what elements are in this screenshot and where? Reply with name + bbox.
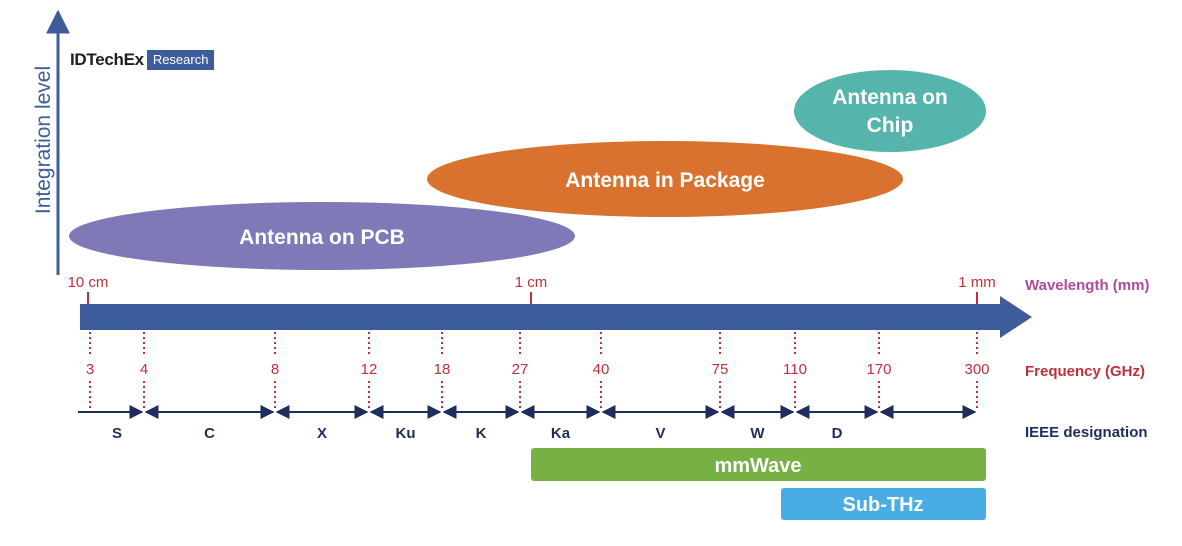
label-antenna-on-chip-line1: Antenna on (832, 86, 948, 109)
logo-research-tag: Research (146, 50, 215, 70)
ieee-band-C: C (204, 425, 215, 442)
main-spectrum-arrow (80, 296, 1032, 338)
label-antenna-in-package: Antenna in Package (565, 169, 765, 192)
frequency-label-4: 4 (140, 361, 148, 378)
frequency-label-110: 110 (783, 361, 807, 378)
frequency-label-8: 8 (271, 361, 279, 378)
frequency-label-3: 3 (86, 361, 94, 378)
frequency-label-18: 18 (434, 361, 451, 378)
mmwave-bar (531, 448, 986, 481)
frequency-label-170: 170 (866, 361, 891, 378)
y-axis-label: Integration level (32, 66, 55, 214)
ellipse-antenna-in-package (427, 141, 903, 217)
ellipse-antenna-on-pcb (69, 202, 575, 270)
frequency-label-12: 12 (361, 361, 378, 378)
ieee-band-W: W (750, 425, 765, 442)
frequency-label-27: 27 (512, 361, 529, 378)
ieee-band-K: K (476, 425, 487, 442)
frequency-label-300: 300 (964, 361, 989, 378)
ellipse-antenna-on-chip (794, 70, 986, 152)
frequency-title: Frequency (GHz) (1025, 363, 1145, 380)
idtechex-logo: IDTechEx Research (70, 50, 215, 70)
wavelength-tick-1cm: 1 cm (515, 274, 548, 291)
wavelength-tick-1mm: 1 mm (958, 274, 996, 291)
ieee-band-D: D (832, 425, 843, 442)
ieee-band-S: S (112, 425, 122, 442)
label-antenna-on-chip-line2: Chip (867, 114, 914, 137)
mmwave-label: mmWave (714, 455, 801, 477)
frequency-label-75: 75 (712, 361, 729, 378)
subthz-bar (781, 488, 986, 520)
ieee-band-Ka: Ka (551, 425, 571, 442)
frequency-ticks: 3 4 8 12 18 27 40 75 110 170 300 (86, 332, 990, 411)
label-antenna-on-pcb: Antenna on PCB (239, 226, 405, 249)
ieee-band-V: V (655, 425, 665, 442)
ieee-title: IEEE designation (1025, 424, 1148, 441)
logo-brand: IDTechEx (70, 50, 144, 69)
ieee-bands: S C X Ku K Ka V W D (78, 405, 977, 442)
ieee-band-X: X (317, 425, 327, 442)
wavelength-tick-10cm: 10 cm (68, 274, 109, 291)
ieee-band-Ku: Ku (396, 425, 416, 442)
subthz-label: Sub-THz (842, 494, 923, 516)
wavelength-title: Wavelength (mm) (1025, 277, 1149, 294)
frequency-label-40: 40 (593, 361, 610, 378)
